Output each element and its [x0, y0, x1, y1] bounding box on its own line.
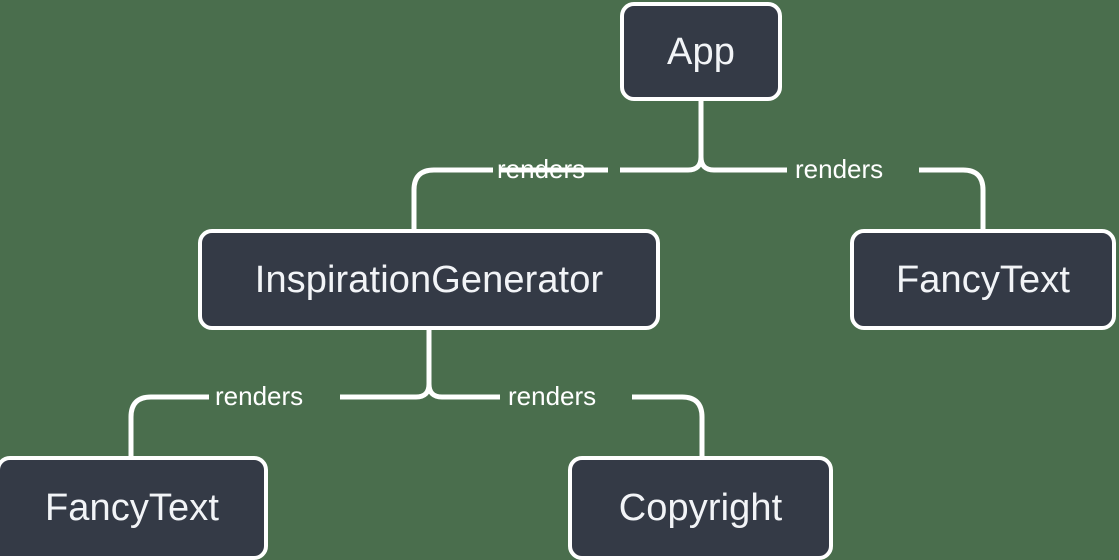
node-copyright-label: Copyright [618, 487, 783, 529]
edge-app-trunk-right [698, 156, 715, 173]
edge-app-to-fancytext-right [714, 167, 986, 229]
edge-label-app-to-inspiration-generator: renders [497, 154, 586, 184]
node-fancytext-left-label: FancyText [44, 487, 220, 529]
edge-app-to-inspirationgenerator [411, 167, 688, 229]
node-fancytext-right[interactable]: FancyText [850, 229, 1116, 330]
edge-inspirationgenerator-to-fancytext-left [128, 394, 416, 456]
node-inspiration-generator-label: InspirationGenerator [254, 258, 604, 301]
node-inspiration-generator[interactable]: InspirationGenerator [198, 229, 660, 330]
edge-inspirationgenerator-to-copyright [442, 394, 705, 456]
edge-inspirationgenerator-trunk-right [426, 383, 443, 400]
node-app-label: App [667, 30, 735, 73]
edge-label-app-to-fancytext-right: renders [795, 154, 884, 184]
edge-label-inspiration-generator-to-fancytext-left: renders [215, 381, 304, 411]
node-app[interactable]: App [620, 2, 782, 101]
edge-label-inspiration-generator-to-copyright: renders [508, 381, 597, 411]
node-fancytext-left[interactable]: FancyText [0, 456, 268, 560]
node-fancytext-right-label: FancyText [895, 258, 1071, 301]
node-copyright[interactable]: Copyright [568, 456, 833, 560]
